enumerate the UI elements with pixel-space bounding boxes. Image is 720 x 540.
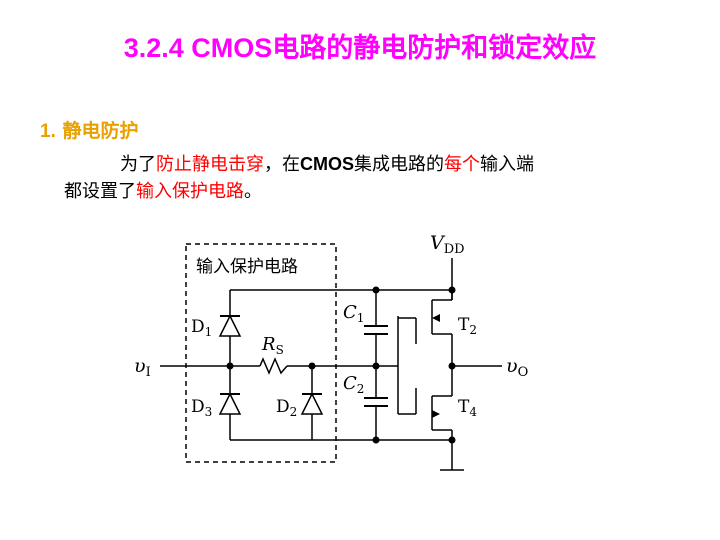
d1-diode-symbol bbox=[218, 314, 242, 337]
d1-label: D1 bbox=[191, 317, 212, 339]
junction-dot bbox=[448, 286, 456, 294]
rs-label: RS bbox=[261, 334, 284, 357]
c1-label: C1 bbox=[343, 302, 364, 325]
cmos-term: CMOS bbox=[300, 154, 354, 174]
text-segment: 输入端 bbox=[480, 154, 534, 175]
highlight-text: 每个 bbox=[444, 154, 480, 175]
text-segment: 为了 bbox=[120, 154, 156, 175]
junction-dot bbox=[372, 286, 380, 294]
d2-label: D2 bbox=[276, 397, 297, 419]
text-segment: 集成电路的 bbox=[354, 154, 444, 175]
vdd-label: VDD bbox=[430, 232, 465, 257]
section-heading: 1. 静电防护 bbox=[40, 116, 139, 143]
c2-label: C2 bbox=[343, 373, 364, 396]
text-segment: 都设置了 bbox=[64, 181, 136, 202]
vo-label: υO bbox=[506, 355, 528, 380]
resistor-rs bbox=[259, 357, 288, 375]
section-number: 1. bbox=[40, 121, 56, 142]
highlight-text: 防止静电击穿 bbox=[156, 154, 264, 175]
t2-label: T2 bbox=[458, 315, 477, 337]
junction-dot bbox=[448, 436, 456, 444]
slide-title: 3.2.4 CMOS电路的静电防护和锁定效应 bbox=[123, 33, 597, 63]
junction-dot bbox=[226, 362, 234, 370]
junction-dot bbox=[372, 436, 380, 444]
t2-arrow bbox=[432, 314, 440, 322]
paragraph-line-1: 为了防止静电击穿，在CMOS集成电路的每个输入端 bbox=[64, 150, 674, 179]
t4-arrow bbox=[432, 410, 440, 418]
box-label: 输入保护电路 bbox=[196, 257, 298, 277]
text-segment: ，在 bbox=[264, 154, 300, 175]
t4-label: T4 bbox=[458, 397, 477, 419]
junction-dot bbox=[308, 362, 316, 370]
d3-label: D3 bbox=[191, 397, 212, 419]
vi-label: υI bbox=[134, 355, 151, 380]
d2-diode-symbol bbox=[300, 392, 324, 415]
section-label: 静电防护 bbox=[62, 120, 139, 142]
text-segment: 。 bbox=[244, 181, 262, 202]
junction-dot bbox=[448, 362, 456, 370]
d3-diode-symbol bbox=[218, 392, 242, 415]
junction-dot bbox=[372, 362, 380, 370]
paragraph-line-2: 都设置了输入保护电路。 bbox=[64, 178, 674, 206]
protection-box bbox=[185, 243, 337, 463]
highlight-text: 输入保护电路 bbox=[136, 181, 244, 202]
